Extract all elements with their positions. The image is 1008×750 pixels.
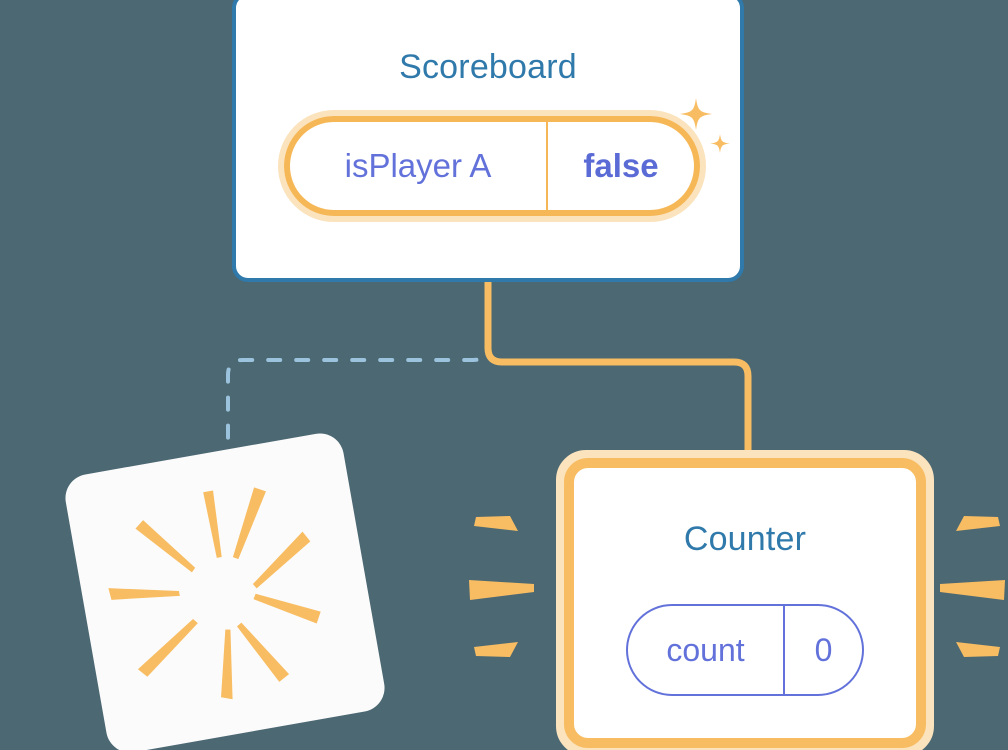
scoreboard-pill-divider bbox=[546, 122, 548, 210]
scoreboard-pill-key: isPlayer A bbox=[344, 147, 492, 184]
scoreboard-card[interactable]: Scoreboard isPlayer A false bbox=[232, 0, 744, 282]
counter-card-surface: Counter count 0 bbox=[564, 458, 926, 748]
counter-pill-key: count bbox=[666, 631, 745, 668]
scoreboard-pill-highlight-glow bbox=[278, 110, 706, 222]
burst-rays-icon bbox=[108, 487, 321, 700]
connector-scoreboard-to-counter bbox=[484, 282, 752, 462]
scoreboard-state-pill[interactable]: isPlayer A false bbox=[278, 110, 706, 222]
counter-pill-value: 0 bbox=[814, 631, 833, 668]
scoreboard-title: Scoreboard bbox=[399, 48, 577, 86]
counter-state-pill[interactable]: count 0 bbox=[626, 604, 864, 696]
burst-card[interactable] bbox=[61, 429, 389, 750]
counter-title: Counter bbox=[683, 520, 807, 558]
counter-pill-divider bbox=[783, 606, 785, 694]
scoreboard-pill-value: false bbox=[583, 147, 659, 184]
counter-card[interactable]: Counter count 0 bbox=[556, 450, 934, 750]
